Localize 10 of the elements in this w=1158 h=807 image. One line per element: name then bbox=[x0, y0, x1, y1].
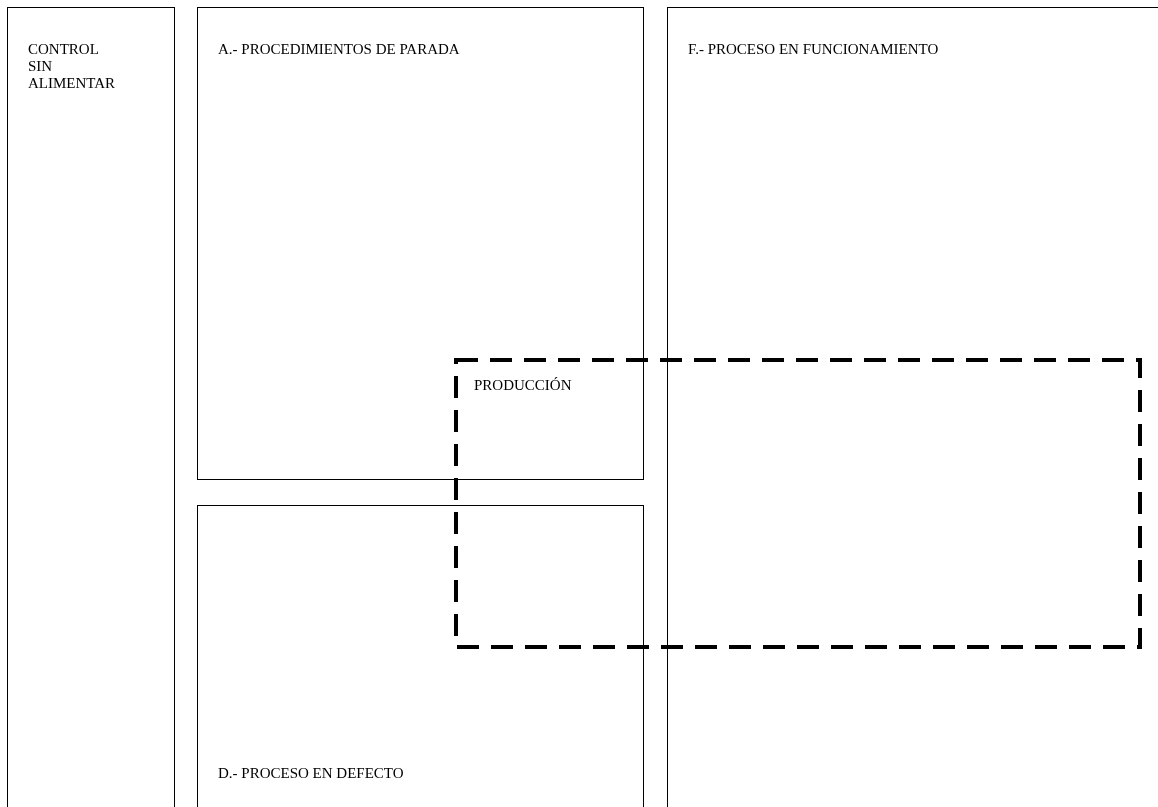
dashed-region bbox=[456, 360, 1140, 647]
box-title: CONTROL SIN ALIMENTAR bbox=[28, 41, 117, 92]
box-title: A.- PROCEDIMIENTOS DE PARADA bbox=[218, 41, 460, 58]
process-box bbox=[667, 7, 1158, 807]
process-box bbox=[7, 7, 175, 807]
process-box bbox=[197, 7, 644, 480]
box-title: F.- PROCESO EN FUNCIONAMIENTO bbox=[688, 41, 939, 58]
box-title: PRODUCCIÓN bbox=[474, 377, 572, 394]
process-box bbox=[197, 505, 644, 807]
box-title: D.- PROCESO EN DEFECTO bbox=[218, 765, 404, 782]
